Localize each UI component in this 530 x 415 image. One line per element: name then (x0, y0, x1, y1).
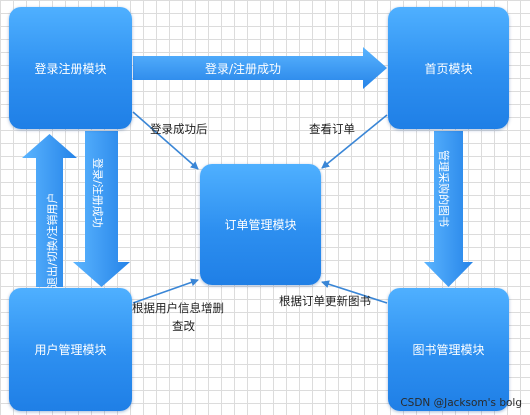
user-management-module-label: 用户管理模块 (34, 343, 107, 357)
edge-label-user-to-order-line2: 查改 (172, 319, 195, 333)
connector-books-to-order (321, 280, 388, 304)
book-management-module: 图书管理模块 (388, 288, 509, 411)
edge-label-user-to-order-line1: 根据用户信息增删 (132, 301, 224, 315)
connector-home-to-order (321, 114, 388, 169)
arrow-home-to-books (424, 131, 473, 287)
edge-label-login-to-order: 登录成功后 (150, 122, 208, 136)
connector-login-to-order (132, 111, 199, 170)
connector-user-to-order (132, 278, 199, 304)
login-register-module-label: 登录注册模块 (34, 61, 107, 76)
arrow-login-to-user (73, 131, 130, 287)
watermark: CSDN @Jacksom's bolg (400, 397, 522, 409)
login-register-module: 登录注册模块 (9, 7, 132, 129)
edge-label-books-to-order: 根据订单更新图书 (279, 294, 371, 308)
edge-label-home-to-order: 查看订单 (309, 122, 355, 136)
order-management-module-label: 订单管理模块 (224, 218, 297, 232)
user-management-module: 用户管理模块 (9, 288, 132, 411)
edge-label-login-to-home: 登录/注册成功 (205, 62, 282, 76)
edge-label-user-to-login: 退出/切换/注销用户 (46, 192, 59, 288)
arrow-user-to-login (22, 134, 77, 287)
home-module: 首页模块 (388, 7, 509, 129)
book-management-module-label: 图书管理模块 (412, 343, 485, 357)
edge-label-home-to-books: 管理采购的图书 (437, 150, 450, 227)
edge-label-login-to-user: 登录/注册成功 (91, 158, 104, 228)
arrow-login-to-home (133, 47, 387, 89)
home-module-label: 首页模块 (424, 61, 473, 76)
order-management-module: 订单管理模块 (200, 164, 321, 285)
